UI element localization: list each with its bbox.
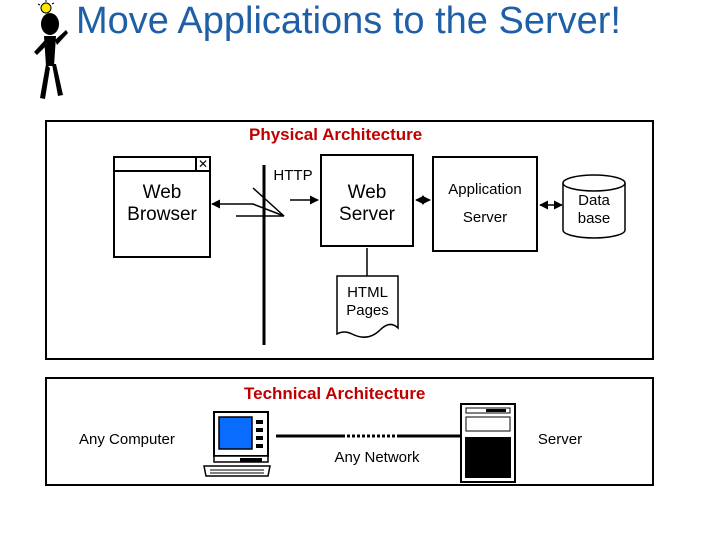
technical-architecture-frame xyxy=(45,377,654,486)
any-network-label: Any Network xyxy=(334,449,420,466)
http-label: HTTP xyxy=(273,167,313,184)
html-pages-label: HTML Pages xyxy=(346,284,389,319)
browser-title-bar xyxy=(115,158,209,172)
physical-architecture-title: Physical Architecture xyxy=(246,125,426,145)
web-server-label: Web Server xyxy=(339,182,395,225)
database-label: Data base xyxy=(577,192,611,227)
slide-title: Move Applications to the Server! xyxy=(76,0,621,42)
web-server-box xyxy=(320,154,414,247)
network-line xyxy=(276,434,464,438)
web-browser-label: Web Browser xyxy=(127,182,197,225)
technical-architecture-title: Technical Architecture xyxy=(241,384,429,404)
computer-icon xyxy=(203,411,271,477)
close-icon: ✕ xyxy=(195,158,209,170)
server-tower-icon xyxy=(460,403,516,483)
application-server-label: Application Server xyxy=(448,181,522,226)
server-label: Server xyxy=(537,431,583,448)
stick-figure-with-idea-icon xyxy=(34,0,68,99)
any-computer-label: Any Computer xyxy=(79,431,175,448)
web-browser-box: ✕ xyxy=(113,156,211,258)
physical-architecture-frame xyxy=(45,120,654,360)
application-server-box xyxy=(432,156,538,252)
